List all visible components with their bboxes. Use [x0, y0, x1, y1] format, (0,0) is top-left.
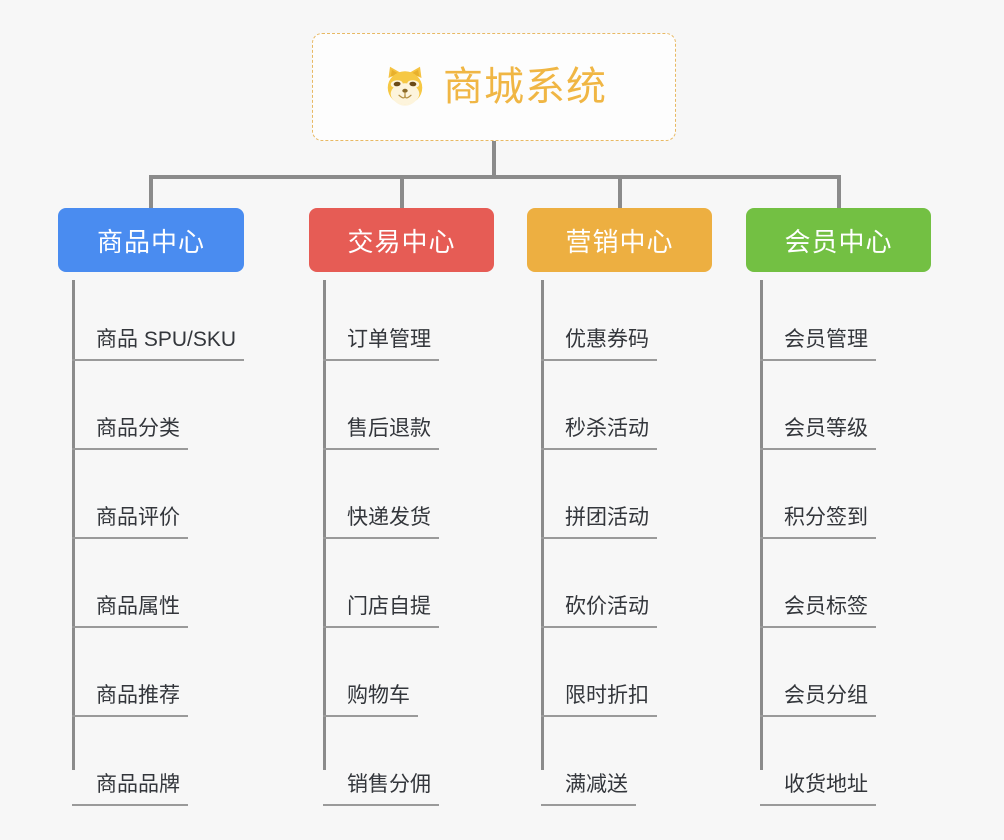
branch-column-4: 会员中心 会员管理 会员等级 积分签到 会员标签 会员分组 收货地址	[746, 208, 931, 806]
leaf-label: 收货地址	[784, 773, 868, 796]
leaf-label: 会员标签	[784, 595, 868, 618]
connector-drop-4	[837, 175, 841, 210]
connector-drop-3	[618, 175, 622, 210]
leaf-label: 商品品牌	[96, 773, 180, 796]
branch-header-1[interactable]: 商品中心	[58, 208, 244, 272]
branch-column-3: 营销中心 优惠券码 秒杀活动 拼团活动 砍价活动 限时折扣 满减送	[527, 208, 712, 806]
leaf-label: 购物车	[347, 684, 410, 707]
list-item[interactable]: 订单管理	[309, 272, 439, 361]
list-item[interactable]: 商品属性	[58, 539, 244, 628]
leaf-list-4: 会员管理 会员等级 积分签到 会员标签 会员分组 收货地址	[746, 272, 876, 806]
leaf-label: 会员管理	[784, 328, 868, 351]
connector-drop-2	[400, 175, 404, 210]
list-item[interactable]: 售后退款	[309, 361, 439, 450]
leaf-label: 商品推荐	[96, 684, 180, 707]
branch-trunk-1	[72, 280, 75, 770]
list-item[interactable]: 商品推荐	[58, 628, 244, 717]
leaf-list-2: 订单管理 售后退款 快递发货 门店自提 购物车 销售分佣	[309, 272, 439, 806]
list-item[interactable]: 商品品牌	[58, 717, 244, 806]
branch-header-3[interactable]: 营销中心	[527, 208, 712, 272]
leaf-label: 快递发货	[347, 506, 431, 529]
branch-header-4-label: 会员中心	[784, 226, 893, 257]
leaf-label: 拼团活动	[565, 506, 649, 529]
shiba-dog-face-icon	[381, 63, 429, 111]
leaf-label: 积分签到	[784, 506, 868, 529]
list-item[interactable]: 销售分佣	[309, 717, 439, 806]
connector-root-stem	[492, 141, 496, 177]
list-item[interactable]: 优惠券码	[527, 272, 657, 361]
list-item[interactable]: 收货地址	[746, 717, 876, 806]
leaf-label: 会员分组	[784, 684, 868, 707]
leaf-label: 销售分佣	[347, 773, 431, 796]
list-item[interactable]: 快递发货	[309, 450, 439, 539]
branch-header-2-label: 交易中心	[347, 226, 456, 257]
leaf-label: 优惠券码	[565, 328, 649, 351]
leaf-list-3: 优惠券码 秒杀活动 拼团活动 砍价活动 限时折扣 满减送	[527, 272, 657, 806]
root-title: 商城系统	[443, 65, 607, 109]
leaf-label: 砍价活动	[565, 595, 649, 618]
list-item[interactable]: 满减送	[527, 717, 657, 806]
leaf-label: 商品评价	[96, 506, 180, 529]
leaf-label: 限时折扣	[565, 684, 649, 707]
list-item[interactable]: 秒杀活动	[527, 361, 657, 450]
list-item[interactable]: 会员分组	[746, 628, 876, 717]
root-node[interactable]: 商城系统	[312, 33, 676, 141]
connector-horizontal-bus	[149, 175, 839, 179]
list-item[interactable]: 会员标签	[746, 539, 876, 628]
branch-trunk-3	[541, 280, 544, 770]
list-item[interactable]: 商品分类	[58, 361, 244, 450]
leaf-label: 商品属性	[96, 595, 180, 618]
list-item[interactable]: 拼团活动	[527, 450, 657, 539]
leaf-label: 门店自提	[347, 595, 431, 618]
branch-header-2[interactable]: 交易中心	[309, 208, 494, 272]
branch-header-4[interactable]: 会员中心	[746, 208, 931, 272]
branch-trunk-4	[760, 280, 763, 770]
list-item[interactable]: 砍价活动	[527, 539, 657, 628]
list-item[interactable]: 商品 SPU/SKU	[58, 272, 245, 361]
connector-drop-1	[149, 175, 153, 210]
branch-column-2: 交易中心 订单管理 售后退款 快递发货 门店自提 购物车 销售分佣	[309, 208, 494, 806]
leaf-label: 商品分类	[96, 417, 180, 440]
branch-column-1: 商品中心 商品 SPU/SKU 商品分类 商品评价 商品属性 商品推荐 商品品牌	[58, 208, 245, 806]
list-item[interactable]: 会员管理	[746, 272, 876, 361]
list-item[interactable]: 商品评价	[58, 450, 244, 539]
leaf-label: 售后退款	[347, 417, 431, 440]
leaf-label: 订单管理	[347, 328, 431, 351]
leaf-label: 秒杀活动	[565, 417, 649, 440]
leaf-label: 商品 SPU/SKU	[96, 328, 237, 351]
branch-header-1-label: 商品中心	[96, 226, 205, 257]
leaf-list-1: 商品 SPU/SKU 商品分类 商品评价 商品属性 商品推荐 商品品牌	[58, 272, 245, 806]
leaf-label: 会员等级	[784, 417, 868, 440]
list-item[interactable]: 积分签到	[746, 450, 876, 539]
list-item[interactable]: 门店自提	[309, 539, 439, 628]
list-item[interactable]: 限时折扣	[527, 628, 657, 717]
list-item[interactable]: 会员等级	[746, 361, 876, 450]
branch-header-3-label: 营销中心	[565, 226, 674, 257]
branch-trunk-2	[323, 280, 326, 770]
leaf-label: 满减送	[565, 773, 628, 796]
list-item[interactable]: 购物车	[309, 628, 439, 717]
